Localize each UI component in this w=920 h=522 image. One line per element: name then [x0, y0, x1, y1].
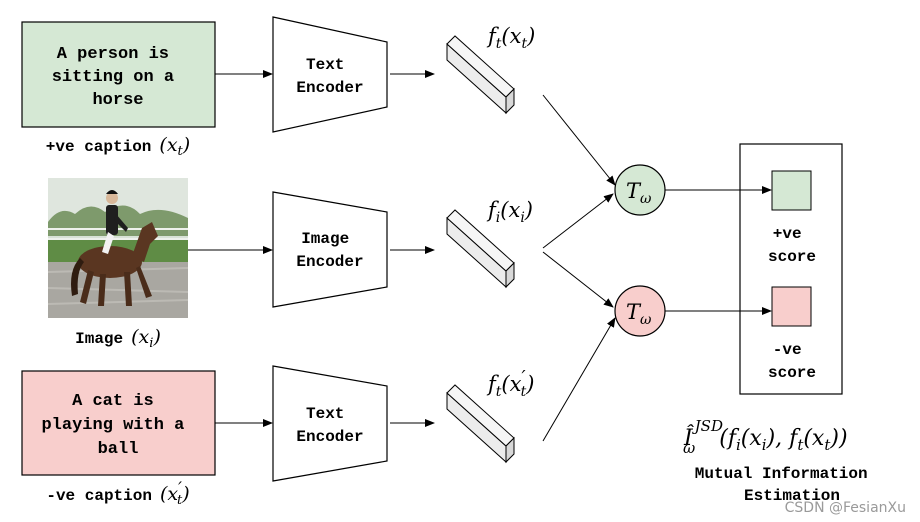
- positive-score-square: [771, 170, 812, 211]
- positive-caption-line-2: sitting on a: [52, 68, 174, 87]
- negative-caption-box: A cat is playing with a ball: [21, 370, 216, 476]
- image-encoder: Image Encoder: [272, 191, 388, 308]
- positive-caption-line-3: horse: [92, 91, 143, 110]
- positive-score-label: +ve score: [768, 225, 816, 266]
- arrow-feature-bottom-to-critic-neg: [542, 317, 616, 442]
- critic-node-negative: Tω: [614, 285, 666, 337]
- watermark: CSDN @FesianXu: [785, 500, 906, 516]
- svg-text:Text Encoder: Text Encoder: [296, 405, 363, 446]
- svg-text:A cat is playing with a: A cat is playing with a ball: [41, 392, 194, 459]
- positive-caption-label: +ve caption (xt): [46, 134, 190, 159]
- image-label: Image (xi): [75, 326, 161, 351]
- feature-vector-top: [446, 35, 515, 115]
- text-encoder-top: Text Encoder: [272, 16, 388, 133]
- arrow-feature-mid-to-critic-pos: [542, 193, 614, 249]
- arrow-feature-top-to-critic-pos: [542, 94, 616, 186]
- svg-text:Text Encoder: Text Encoder: [296, 56, 363, 97]
- negative-score-label: -ve score: [768, 341, 816, 382]
- svg-text:A person is sitting on a: A person is sitting on a horse: [52, 45, 185, 110]
- svg-text:Tω: Tω: [626, 300, 652, 328]
- text-encoder-bottom: Text Encoder: [272, 365, 388, 482]
- negative-score-square: [771, 286, 812, 327]
- mi-estimation-caption: Mutual Information Estimation: [695, 465, 877, 505]
- negative-caption-line-3: ball: [98, 440, 139, 459]
- positive-caption-box: A person is sitting on a horse: [21, 21, 216, 128]
- svg-text:Tω: Tω: [626, 179, 652, 207]
- horse-rider-image: [47, 178, 189, 318]
- arrow-feature-mid-to-critic-neg: [542, 251, 614, 308]
- negative-caption-label: -ve caption (x′t): [46, 479, 189, 508]
- feature-label-bottom: ft(x′t): [486, 367, 534, 400]
- feature-label-middle: fi(xi): [486, 198, 533, 226]
- negative-caption-line-1: A cat is: [72, 392, 154, 411]
- positive-caption-line-1: A person is: [57, 45, 169, 64]
- svg-text:Image Encoder: Image Encoder: [296, 230, 363, 271]
- feature-label-top: ft(xt): [486, 24, 535, 52]
- feature-vector-middle: [446, 209, 515, 289]
- feature-vector-bottom: [446, 384, 515, 464]
- negative-caption-line-2: playing with a: [41, 416, 184, 435]
- critic-node-positive: Tω: [614, 164, 666, 216]
